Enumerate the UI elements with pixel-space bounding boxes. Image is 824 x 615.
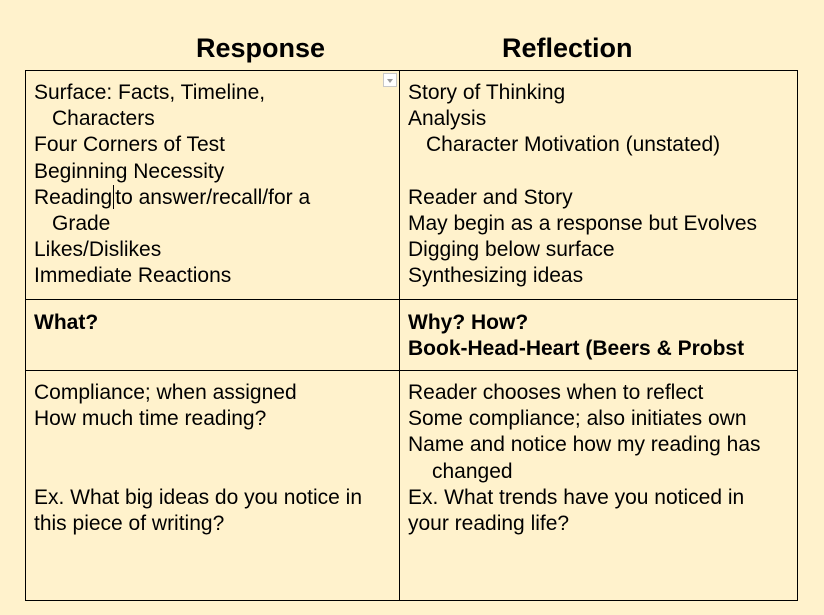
cell-text: Surface: Facts, Timeline, Characters Fou…: [26, 71, 399, 290]
list-item: Ex. What big ideas do you notice in this…: [34, 485, 363, 535]
cell-text: What?: [26, 300, 399, 336]
list-item: Grade: [52, 212, 111, 236]
text-cursor: [113, 184, 115, 209]
list-item: May begin as a response but Evolves: [408, 212, 758, 235]
list-item: Compliance; when assigned: [34, 381, 297, 404]
list-item: Four Corners of Test: [34, 133, 226, 157]
list-item: Some compliance; also initiates own: [408, 407, 747, 431]
list-item: Character Motivation (unstated): [426, 133, 721, 157]
list-item: changed: [432, 459, 513, 483]
list-item: Likes/Dislikes: [34, 238, 162, 262]
blank-line: [34, 459, 391, 485]
table-cell-reflection-2[interactable]: Why? How? Book-Head-Heart (Beers & Probs…: [399, 299, 798, 371]
list-item-text: to answer/recall/for a: [115, 185, 311, 209]
table-cell-reflection-3[interactable]: Reader chooses when to reflect Some comp…: [399, 370, 798, 601]
list-item: Name and notice how my reading has: [408, 433, 761, 457]
blank-line: [34, 432, 391, 458]
table-cell-reflection-1[interactable]: Story of Thinking Analysis Character Mot…: [399, 70, 798, 300]
reflection-heading: Reflection: [502, 33, 633, 63]
list-item: Surface: Facts, Timeline,: [34, 81, 266, 104]
list-item: Analysis: [408, 107, 487, 131]
cell-text: Reader chooses when to reflect Some comp…: [400, 371, 797, 537]
response-reflection-table: Surface: Facts, Timeline, Characters Fou…: [25, 70, 798, 601]
list-item: Reader chooses when to reflect: [408, 381, 704, 404]
list-item: Story of Thinking: [408, 81, 566, 104]
table-cell-response-2[interactable]: What?: [25, 299, 400, 371]
cell-text: Compliance; when assigned How much time …: [26, 371, 399, 537]
list-item: Reader and Story: [408, 185, 573, 209]
list-item: Why? How?: [408, 311, 529, 334]
table-row: Surface: Facts, Timeline, Characters Fou…: [25, 70, 798, 300]
list-item: Beginning Necessity: [34, 159, 225, 183]
cell-text: Story of Thinking Analysis Character Mot…: [400, 71, 797, 290]
list-item-text: Reading: [34, 185, 113, 209]
blank-line: [408, 159, 789, 185]
list-item: Ex. What trends have you noticed in your…: [408, 485, 745, 536]
table-row: Compliance; when assigned How much time …: [25, 370, 798, 601]
list-item: Immediate Reactions: [34, 264, 232, 288]
cell-text: Why? How? Book-Head-Heart (Beers & Probs…: [400, 300, 797, 362]
list-item: How much time reading?: [34, 407, 267, 431]
dropdown-arrow-icon[interactable]: [383, 73, 397, 87]
response-heading: Response: [196, 33, 326, 63]
list-item: Synthesizing ideas: [408, 264, 584, 288]
table-cell-response-3[interactable]: Compliance; when assigned How much time …: [25, 370, 400, 601]
list-item: What?: [34, 311, 99, 334]
table-row: What? Why? How? Book-Head-Heart (Beers &…: [25, 299, 798, 371]
table-cell-response-1[interactable]: Surface: Facts, Timeline, Characters Fou…: [25, 70, 400, 300]
list-item: Book-Head-Heart (Beers & Probst: [408, 337, 745, 361]
list-item: Digging below surface: [408, 238, 615, 262]
list-item: Characters: [52, 107, 155, 131]
